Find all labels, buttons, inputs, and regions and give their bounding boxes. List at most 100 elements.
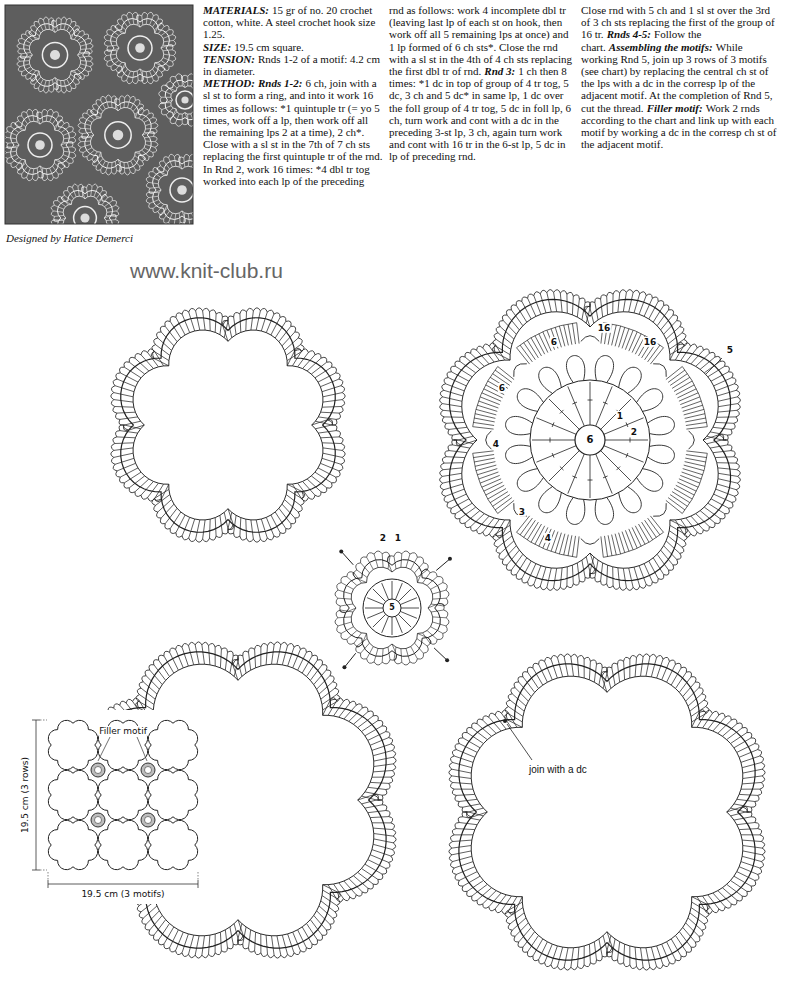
lace-center (80, 213, 89, 222)
join-dc (503, 719, 507, 723)
join-chain (436, 559, 450, 571)
motif-outline (98, 770, 147, 819)
stitch-ticks (54, 187, 117, 225)
join-dc (342, 665, 346, 669)
leader-line (98, 737, 147, 761)
assembly-schematic (14, 710, 208, 904)
picot-edge (51, 184, 119, 224)
text-column: MATERIALS:15 gr of no. 20 crochet cotton… (203, 4, 383, 187)
round-number: 16 (643, 337, 658, 347)
dimension-line (32, 720, 198, 888)
motif-outline (449, 299, 730, 580)
schematic-label: Filler motif (98, 726, 148, 736)
motif-outline (57, 190, 112, 224)
stitch-ticks (20, 20, 90, 90)
lace-center (128, 36, 152, 60)
section-heading: MATERIALS: (203, 4, 269, 16)
round-number: 1 (394, 533, 402, 543)
lace-center (181, 96, 188, 103)
join-dc (445, 658, 449, 662)
section-heading: Filler motif: (647, 102, 703, 114)
motif-outline (85, 102, 151, 168)
filler-symbol (95, 817, 102, 824)
lace-center (74, 207, 97, 224)
motif-outline (111, 19, 170, 78)
lace-center (176, 91, 193, 109)
lace-center (135, 43, 145, 53)
motif-outline (24, 24, 86, 86)
round-number: 5 (726, 345, 734, 355)
picot-edge (146, 154, 193, 224)
picot-edge (5, 109, 76, 181)
motif-inner-outline (29, 29, 80, 80)
lace-center (42, 42, 67, 67)
center-ring (383, 599, 401, 617)
stitch-ticks (161, 76, 193, 123)
round-number: 4 (544, 533, 552, 543)
lace-center (28, 133, 52, 157)
lace-center (35, 140, 45, 150)
pattern-text: 6 ch, join with a sl st to form a ring, … (203, 77, 383, 187)
photo-background (5, 5, 193, 224)
stitch-ticks (81, 98, 155, 172)
picot-edge (440, 290, 741, 591)
photo-frame (5, 5, 193, 224)
section-heading: SIZE: (203, 41, 231, 53)
stitch-ticks (149, 157, 193, 224)
motif-inner-outline (471, 676, 742, 947)
text-column: rnd as follows: work 4 incomplete dbl tr… (389, 4, 575, 163)
designer-credit: Designed by Hatice Demerci (6, 232, 133, 245)
dimension-label: 19.5 cm (3 motifs) (80, 889, 165, 899)
motif-outline (148, 820, 197, 869)
filler-symbol (141, 813, 155, 827)
lace-center (170, 178, 193, 202)
pattern-text: 1 ch then 8 times: *1 dc in top of group… (389, 65, 571, 162)
filler-symbol (145, 767, 152, 774)
motif-outline (148, 720, 197, 769)
round-number: 4 (492, 439, 500, 449)
join-chain (434, 648, 447, 660)
picot-edge (335, 551, 449, 665)
picot-edge (78, 95, 158, 175)
round-1-stitches (532, 382, 648, 498)
chart-note: join with a dc (528, 764, 588, 776)
round-4-chains (486, 336, 695, 545)
round-2-loops (506, 356, 675, 525)
leader-line (706, 358, 722, 374)
motif-outline (98, 820, 147, 869)
filler-ring (363, 579, 421, 637)
text-column: Close rnd with 5 ch and 1 sl st over the… (581, 4, 780, 150)
lace-center (177, 185, 187, 195)
round-number: 6 (498, 383, 506, 393)
pattern-text: 19.5 cm square. (234, 41, 304, 53)
round-number: 2 (630, 427, 638, 437)
picot-edge (17, 17, 93, 93)
lace-center (50, 50, 60, 60)
photo (4, 5, 218, 252)
filler-motif (335, 549, 452, 669)
paragraph: TENSION:Rnds 1-2 of a motif: 4.2 cm in d… (203, 53, 383, 77)
section-heading: METHOD: (203, 77, 255, 89)
paragraph: MATERIALS:15 gr of no. 20 crochet cotton… (203, 4, 383, 41)
filler-stitches (365, 581, 419, 635)
round-number: 2 (379, 533, 387, 543)
section-heading: TENSION: (203, 53, 255, 65)
motif-outline (98, 720, 147, 769)
section-heading: Rnds 4-5: (607, 28, 651, 40)
stitch-ticks (452, 657, 762, 967)
round-number: 6 (550, 337, 558, 347)
round-1-ring (530, 380, 650, 500)
motif-inner-outline (133, 330, 323, 520)
round-number: 16 (597, 323, 612, 333)
join-dc (339, 549, 343, 553)
motif-detail (473, 323, 708, 558)
round-number: 6 (586, 434, 595, 446)
extension-line (40, 720, 198, 880)
stitch-ticks (442, 292, 737, 587)
picot-edge (449, 654, 765, 970)
filler-symbol (141, 763, 155, 777)
picot-edge (159, 74, 193, 127)
filler-symbol (91, 763, 105, 777)
picot-edge (104, 12, 176, 84)
